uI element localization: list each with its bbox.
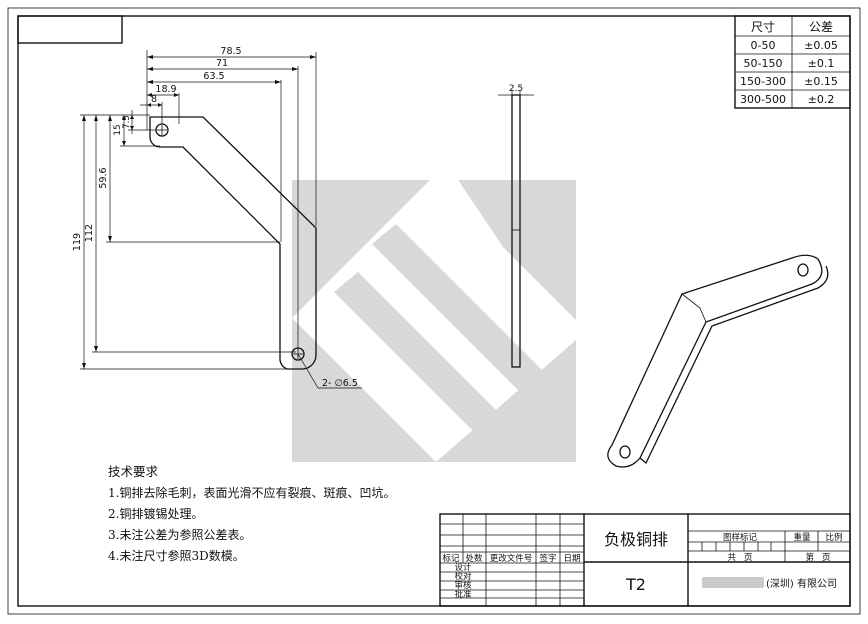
sheet-number: 第 页 xyxy=(805,552,830,563)
vertical-dimensions: 119 112 59.6 15 7.5 xyxy=(72,110,300,370)
pattern-mark: 图样标记 xyxy=(723,532,758,543)
sign-row-label: 批准 xyxy=(454,589,472,600)
dim-18-9: 18.9 xyxy=(155,84,176,95)
scale-label: 比例 xyxy=(825,532,842,543)
dim-thickness: 2.5 xyxy=(509,84,523,94)
iso-hole xyxy=(797,263,809,277)
tech-req-item: 1.铜排去除毛刺，表面光滑不应有裂痕、斑痕、凹坑。 xyxy=(108,485,395,500)
dim-8: 8 xyxy=(151,94,157,105)
tech-req-item: 4.未注尺寸参照3D数模。 xyxy=(108,548,245,563)
tech-req-title: 技术要求 xyxy=(108,464,159,479)
dim-71: 71 xyxy=(216,58,228,69)
corner-box xyxy=(17,15,123,44)
inner-frame xyxy=(17,15,851,607)
tol-row-value: ±0.05 xyxy=(804,39,838,52)
outer-border xyxy=(7,7,861,615)
blurred-company-name xyxy=(702,577,764,588)
sign-row-label: 审核 xyxy=(454,580,472,591)
sign-row-label: 设计 xyxy=(454,562,472,573)
tol-row-range: 0-50 xyxy=(751,39,776,52)
front-view xyxy=(149,116,317,370)
tolerance-table: 尺寸 公差 0-50 ±0.05 50-150 ±0.1 150-300 ±0.… xyxy=(734,15,851,109)
material: T2 xyxy=(625,575,646,594)
technical-requirements: 技术要求 1.铜排去除毛刺，表面光滑不应有裂痕、斑痕、凹坑。 2.铜排镀锡处理。… xyxy=(108,464,395,563)
dim-7-5: 7.5 xyxy=(122,115,132,129)
isometric-view xyxy=(607,254,829,468)
sign-row-label: 校对 xyxy=(454,571,472,582)
tol-row-range: 150-300 xyxy=(740,75,786,88)
dim-63-5: 63.5 xyxy=(203,71,224,82)
title-block: 标记 处数 更改文件号 签字 日期 设计 校对 审核 批准 负极铜排 T2 图样… xyxy=(439,513,851,607)
tol-row-range: 300-500 xyxy=(740,93,786,106)
hole-callout: 2- ∅6.5 xyxy=(297,353,362,389)
tol-row-value: ±0.15 xyxy=(804,75,838,88)
hole-callout-label: 2- ∅6.5 xyxy=(322,378,358,389)
tol-header-tolerance: 公差 xyxy=(809,20,833,34)
watermark-logo xyxy=(292,180,576,462)
dim-112: 112 xyxy=(84,224,95,242)
tol-header-size: 尺寸 xyxy=(751,20,775,34)
dim-119: 119 xyxy=(72,233,83,251)
tol-row-value: ±0.1 xyxy=(808,57,835,70)
tol-row-value: ±0.2 xyxy=(808,93,835,106)
dim-78-5: 78.5 xyxy=(220,46,241,57)
rev-header: 处数 xyxy=(465,553,483,564)
rev-header: 签字 xyxy=(539,553,556,564)
rev-header: 更改文件号 xyxy=(490,553,533,564)
tol-row-range: 50-150 xyxy=(744,57,783,70)
dim-59-6: 59.6 xyxy=(98,167,109,188)
horizontal-dimensions: 78.5 71 63.5 18.9 8 xyxy=(140,46,317,350)
tech-req-item: 3.未注公差为参照公差表。 xyxy=(108,527,251,542)
weight-label: 重量 xyxy=(793,532,811,543)
rev-header: 标记 xyxy=(442,553,460,564)
side-view: 2.5 xyxy=(498,84,534,368)
company-name: (深圳) 有限公司 xyxy=(766,577,837,590)
total-sheets: 共 页 xyxy=(727,553,752,563)
part-name: 负极铜排 xyxy=(604,530,668,549)
iso-hole xyxy=(619,445,631,459)
tech-req-item: 2.铜排镀锡处理。 xyxy=(108,506,203,521)
dim-15: 15 xyxy=(113,124,123,135)
rev-header: 日期 xyxy=(563,554,580,564)
